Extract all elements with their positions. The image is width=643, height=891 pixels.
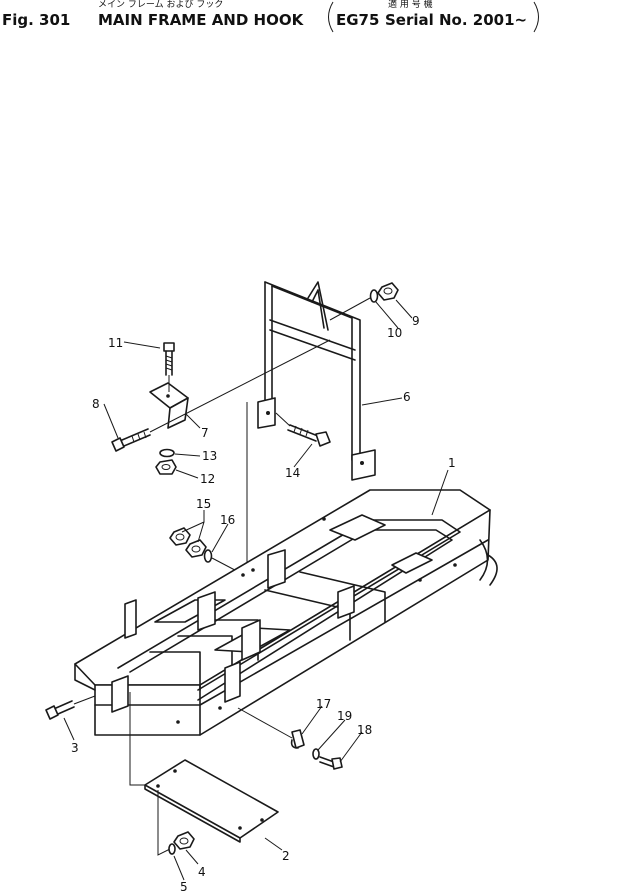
washer-13 [159,448,175,458]
washer-5 [168,843,176,855]
guide-line-8 [149,339,331,433]
left-paren [328,1,334,33]
callout-4: 4 [198,865,206,879]
main-frame [74,489,498,736]
callout-7: 7 [201,426,209,440]
callout-19: 19 [337,709,352,723]
serial-kana: 適 用 号 機 [388,0,433,10]
model-name: EG75 [336,11,379,29]
hook-17 [290,729,305,749]
bolt-18 [319,756,343,770]
callout-13: 13 [202,449,217,463]
washer-10 [369,289,379,303]
callout-1: 1 [448,456,456,470]
callout-14: 14 [285,466,300,480]
nut-4 [173,831,195,850]
nut-15b [185,539,207,558]
nut-12 [155,459,177,475]
bolt-8 [111,428,151,452]
serial-number: Serial No. 2001~ [385,11,527,29]
guide-line-14 [275,412,291,427]
callout-10: 10 [387,326,402,340]
guide-line-3 [73,695,96,705]
bolt-11 [163,342,175,376]
callout-3: 3 [71,741,79,755]
figure-title: MAIN FRAME AND HOOK [98,11,305,29]
callout-6: 6 [403,390,411,404]
bolt-3 [45,700,75,720]
callout-9: 9 [412,314,420,328]
bolt-14 [287,424,331,447]
figure-header: メイン フレーム および フック 適 用 号 機 Fig. 301 MAIN F… [2,0,539,33]
guide-line-4 [157,790,173,856]
callout-15: 15 [196,497,211,511]
nut-15a [169,527,191,546]
callout-11: 11 [108,336,123,350]
washer-16 [203,549,213,563]
guide-line-2 [129,692,145,786]
washer-19 [312,748,320,760]
guide-line-9 [329,297,371,321]
callout-labels: 1 2 3 4 5 6 7 8 9 10 11 12 13 14 15 16 1… [71,314,456,891]
callout-16: 16 [220,513,235,527]
callout-17: 17 [316,697,331,711]
callout-18: 18 [357,723,372,737]
hook-bracket [257,281,376,481]
title-kana: メイン フレーム および フック [98,0,223,10]
leader-lines [63,299,449,881]
guide-line-17 [237,707,293,739]
nut-9 [377,282,399,301]
callout-2: 2 [282,849,290,863]
callout-8: 8 [92,397,100,411]
cover-plate [144,759,279,843]
figure-number: Fig. 301 [2,11,70,29]
right-paren [533,1,539,33]
callout-12: 12 [200,472,215,486]
callout-5: 5 [180,880,188,891]
